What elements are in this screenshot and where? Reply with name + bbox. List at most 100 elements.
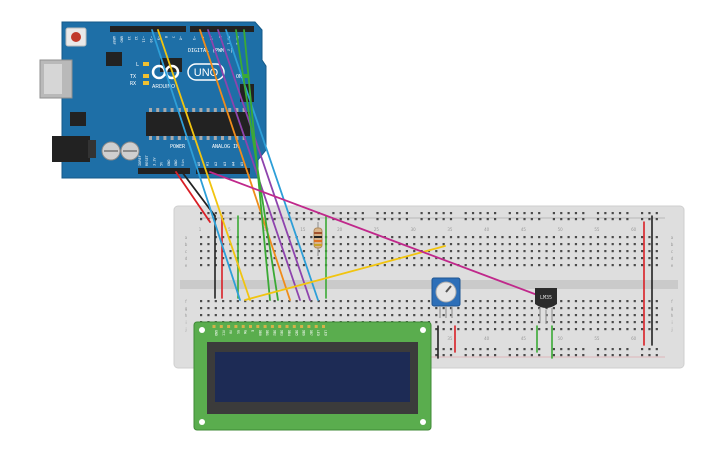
pin-label: A5 — [240, 162, 244, 166]
row-letter: e — [671, 263, 674, 268]
column-number: 30 — [411, 227, 417, 232]
lm35-temperature-sensor[interactable]: LM35 — [535, 288, 557, 324]
column-number: 20 — [337, 227, 343, 232]
column-number: 35 — [447, 227, 453, 232]
column-number: 50 — [558, 227, 564, 232]
lcd-pin-label: DB2 — [272, 330, 276, 336]
pin-label: IOREF — [138, 155, 142, 166]
column-number: 55 — [594, 227, 600, 232]
arduino-uno-board[interactable]: UNO ARDUINO L TX RX ON DIGITAL (PWM ~) A… — [39, 21, 267, 179]
column-number: 15 — [300, 227, 306, 232]
lcd-pin — [219, 325, 223, 328]
lcd-pin-label: LED — [316, 330, 320, 336]
lcd-pin-label: RS — [236, 330, 240, 334]
pin-label: ~10 — [149, 36, 153, 43]
wire-5v-red[interactable] — [175, 171, 211, 223]
svg-text:TX: TX — [130, 74, 136, 80]
lcd-pin — [241, 325, 245, 328]
wire-green-2[interactable] — [243, 29, 271, 301]
column-number: 40 — [484, 336, 490, 341]
resistor[interactable] — [313, 222, 323, 256]
row-letter: j — [670, 327, 672, 332]
pin-label: AREF — [112, 36, 116, 45]
wire-magenta-a0[interactable] — [209, 171, 541, 297]
potentiometer-knob[interactable] — [445, 285, 452, 293]
column-number: 35 — [447, 336, 453, 341]
row-letter: c — [671, 249, 673, 254]
wire-purple[interactable] — [207, 29, 301, 301]
wire-yellow[interactable] — [157, 29, 251, 301]
row-letter: i — [185, 320, 186, 325]
lcd-pin-label: E — [251, 330, 255, 332]
lcd-pin-label: DB6 — [302, 330, 306, 336]
lcd-pin — [300, 325, 304, 328]
pin-label: TX 1 — [226, 36, 230, 45]
row-letter: f — [185, 299, 187, 304]
lcd-pin-label: VCC — [221, 330, 225, 336]
svg-text:RX: RX — [130, 81, 136, 87]
column-number: 1 — [199, 227, 202, 232]
wire-yellow-pot[interactable] — [244, 245, 446, 301]
pin-label: A3 — [223, 162, 227, 166]
column-number: 60 — [631, 336, 637, 341]
lcd-pin-label: GND — [214, 330, 218, 336]
pin-label: 5V — [160, 161, 164, 166]
svg-text:DIGITAL (PWM ~): DIGITAL (PWM ~) — [188, 48, 233, 54]
row-letter: h — [185, 313, 188, 318]
lcd-pin-label: DB3 — [280, 330, 284, 336]
pin-label: ~5 — [192, 36, 196, 40]
wire-purple-2[interactable] — [217, 29, 311, 301]
column-number: 60 — [631, 227, 637, 232]
pin-label: 13 — [127, 36, 131, 40]
row-letter: e — [185, 263, 188, 268]
row-letter: f — [671, 299, 673, 304]
column-number: 45 — [521, 227, 527, 232]
column-number: 5 — [228, 227, 231, 232]
svg-text:ANALOG IN: ANALOG IN — [212, 144, 239, 150]
lcd-pin — [307, 325, 311, 328]
row-letter: d — [671, 256, 674, 261]
row-letter: d — [185, 256, 188, 261]
wire-blue-2[interactable] — [225, 29, 319, 301]
pin-label: 3.3V — [152, 157, 156, 166]
row-letter: a — [185, 235, 188, 240]
potentiometer[interactable] — [431, 277, 461, 318]
pin-label: 12 — [134, 36, 138, 40]
pin-label: A4 — [231, 162, 235, 166]
row-letter: c — [185, 249, 187, 254]
pin-label: GND — [174, 160, 178, 167]
analog-header — [196, 168, 250, 174]
svg-text:ARDUINO: ARDUINO — [152, 84, 175, 90]
lcd-pin — [278, 325, 282, 328]
column-number: 55 — [594, 336, 600, 341]
svg-text:L: L — [136, 62, 139, 68]
pin-label: 7 — [171, 36, 175, 38]
wire-orange[interactable] — [199, 29, 291, 301]
lcd-pin-label: DB5 — [294, 330, 298, 336]
power-header — [138, 168, 190, 174]
lcd-pin-label: DB4 — [287, 330, 291, 336]
column-number: 45 — [521, 336, 527, 341]
pin-label: GND — [167, 160, 171, 167]
wire-blue[interactable] — [151, 29, 241, 301]
row-letter: g — [671, 306, 674, 311]
lcd-pin-label: DB0 — [258, 330, 262, 336]
lcd-pin — [256, 325, 260, 328]
pin-label: A0 — [197, 162, 201, 166]
lcd-pin-label: RW — [243, 330, 247, 334]
svg-text:ON: ON — [236, 74, 242, 80]
lcd-screen — [215, 352, 410, 402]
lcd-pin-label: LED — [324, 330, 328, 336]
row-letter: h — [671, 313, 674, 318]
lcd-pin — [234, 325, 238, 328]
wires — [151, 29, 653, 359]
pin-label: GND — [119, 36, 123, 43]
row-letter: i — [671, 320, 672, 325]
row-letter: g — [185, 306, 188, 311]
pin-label: ~6 — [179, 36, 183, 40]
digital-header-right — [190, 26, 254, 32]
